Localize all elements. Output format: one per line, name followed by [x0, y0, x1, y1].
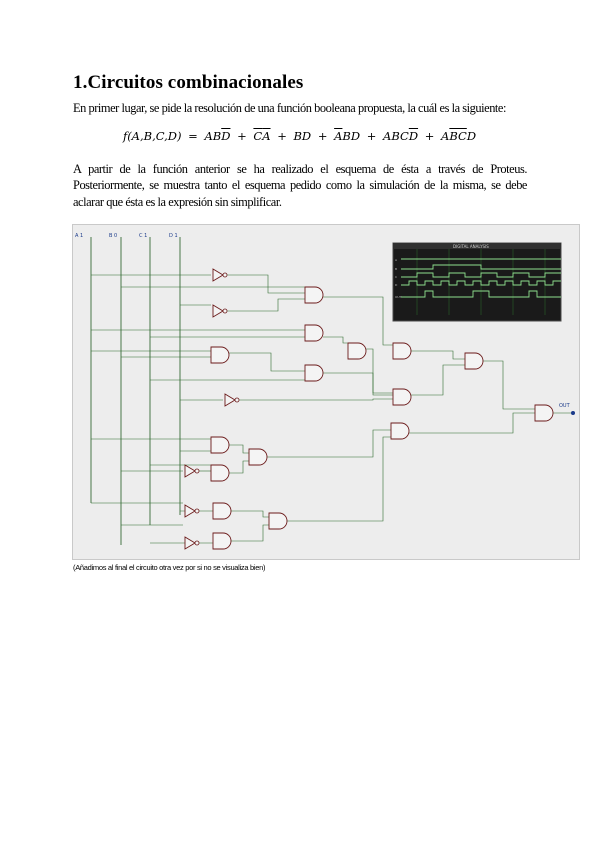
formula-term-2: CA: [253, 129, 271, 143]
formula-term-1: ABD: [204, 129, 231, 143]
circuit-diagram: A 1 B 0 C 1 D 1: [75, 233, 575, 550]
svg-text:D 1: D 1: [169, 233, 178, 239]
svg-text:A 1: A 1: [75, 233, 83, 239]
formula-lhs: f(A,B,C,D): [122, 129, 182, 143]
svg-text:OUT: OUT: [559, 403, 571, 409]
svg-text:B: B: [395, 267, 397, 271]
svg-text:D: D: [395, 283, 398, 287]
circuit-wires: [91, 274, 571, 544]
svg-text:B 0: B 0: [109, 233, 117, 239]
circuit-schematic-figure: A 1 B 0 C 1 D 1: [72, 224, 580, 560]
svg-text:OUT: OUT: [395, 295, 402, 299]
formula-term-5: ABCD: [383, 129, 419, 143]
digital-analysis-graph: DIGITAL ANALYSIS A B C D OUT: [392, 242, 562, 322]
boolean-function-formula: f(A,B,C,D) = ABD + CA + BD + ABD + ABCD …: [122, 129, 477, 143]
svg-text:DIGITAL ANALYSIS: DIGITAL ANALYSIS: [453, 244, 489, 249]
svg-text:C 1: C 1: [139, 233, 147, 239]
svg-text:C: C: [395, 275, 397, 279]
formula-equals: =: [188, 129, 198, 143]
svg-text:A: A: [395, 258, 398, 262]
figure-caption: (Añadimos al final el circuito otra vez …: [73, 563, 266, 572]
formula-term-3: BD: [293, 129, 312, 143]
formula-term-6: ABCD: [441, 129, 477, 143]
input-buses: [90, 237, 181, 545]
input-labels: A 1 B 0 C 1 D 1: [75, 233, 178, 239]
formula-term-4: ABD: [334, 129, 361, 143]
intro-paragraph: En primer lugar, se pide la resolución d…: [73, 101, 506, 115]
description-paragraph: A partir de la función anterior se ha re…: [73, 162, 527, 209]
output-probe: OUT: [559, 403, 575, 415]
section-heading: 1.Circuitos combinacionales: [73, 72, 304, 93]
